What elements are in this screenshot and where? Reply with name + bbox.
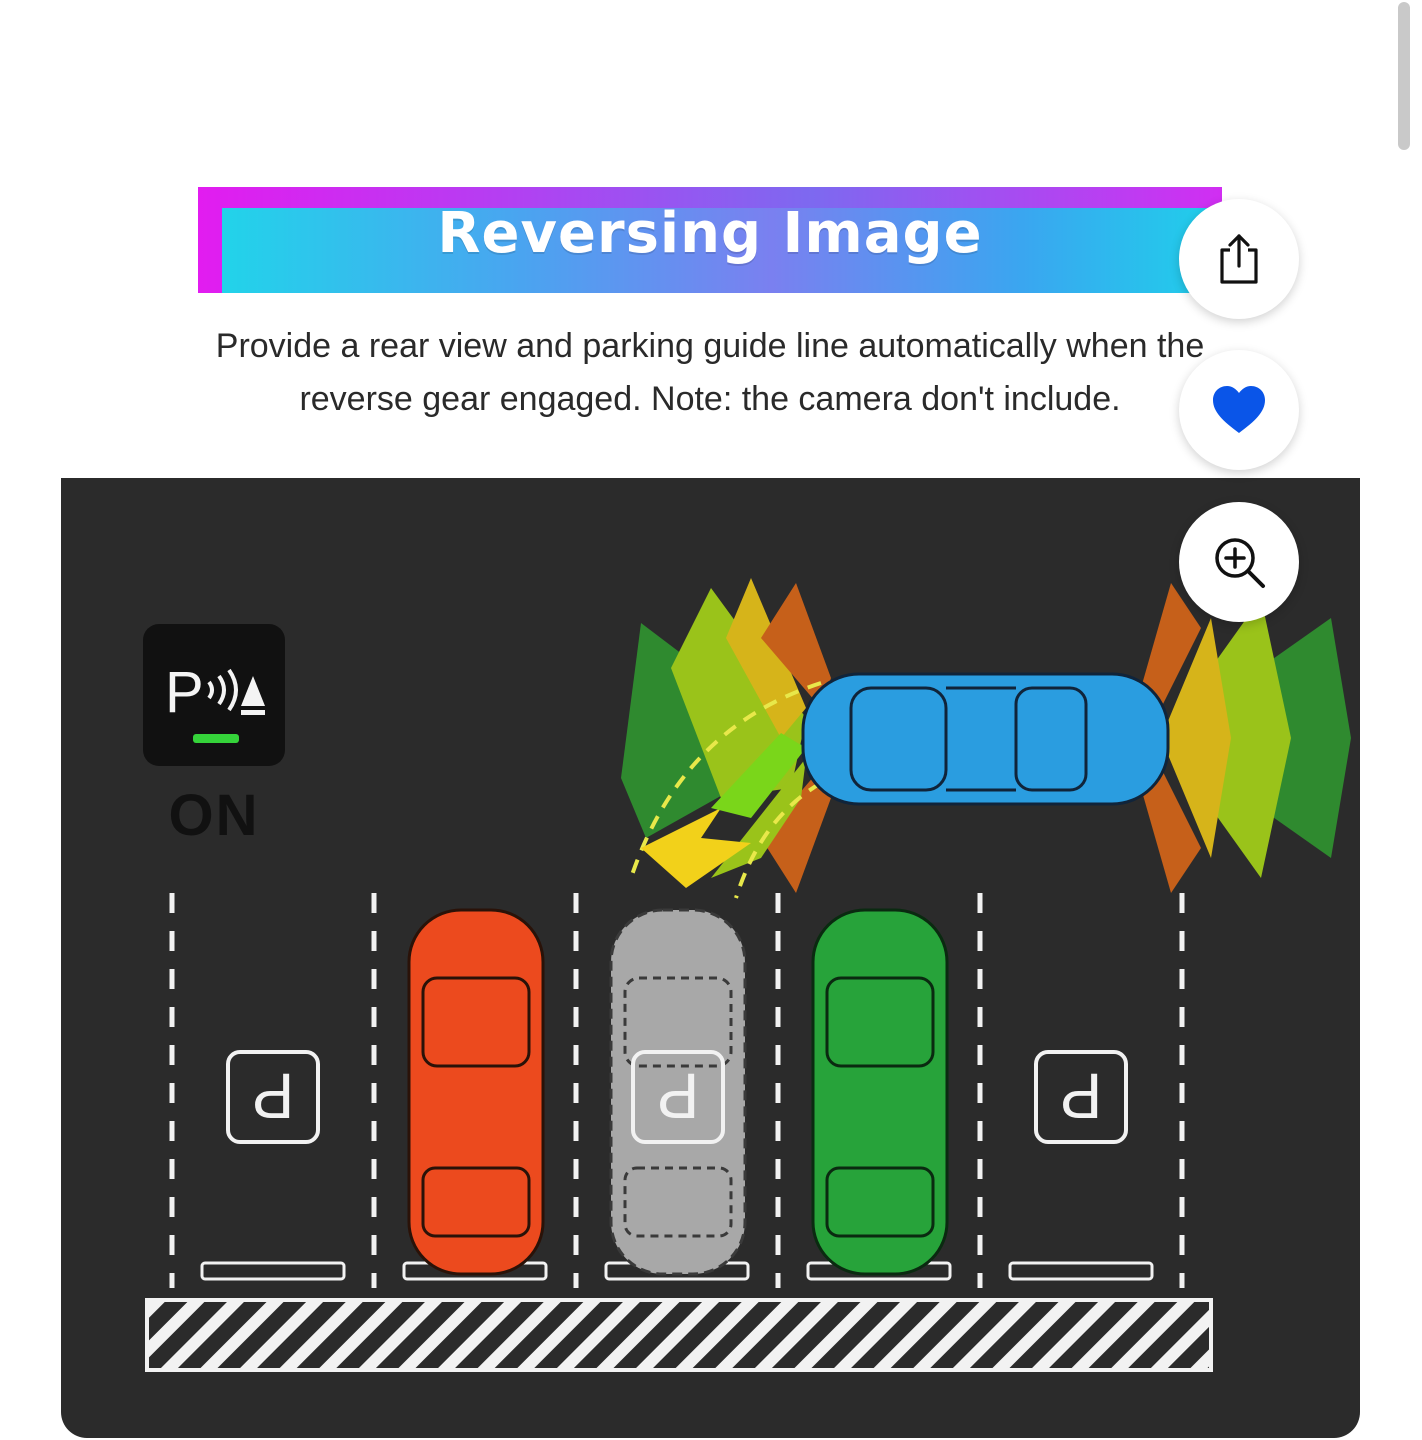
left-parked-car xyxy=(407,908,545,1276)
rear-zone-inner xyxy=(1161,618,1231,858)
guide-line-arc xyxy=(629,681,822,879)
rear-zone-warning-bottom xyxy=(1141,768,1201,893)
banner-title: Reversing Image xyxy=(437,201,983,266)
parking-sign-right: P xyxy=(1034,1050,1128,1144)
svg-text:P: P xyxy=(165,660,204,725)
banner-inner xyxy=(222,208,1222,293)
zoom-button[interactable] xyxy=(1179,502,1299,622)
right-parked-car xyxy=(811,908,949,1276)
front-sensor-zones xyxy=(621,578,831,893)
illustration-panel: P P P xyxy=(61,478,1360,1438)
sensor-zone-warning-top xyxy=(761,583,831,708)
sensor-zone-inner xyxy=(726,578,806,738)
parking-sensor-status: ON xyxy=(168,783,260,848)
scrollbar-thumb[interactable] xyxy=(1398,2,1410,150)
share-icon xyxy=(1220,234,1258,284)
parking-sensor-badge: P xyxy=(143,624,285,766)
rear-zone-warning-top xyxy=(1141,583,1201,708)
description-line-1: Provide a rear view and parking guide li… xyxy=(215,327,1205,365)
reverse-arrow xyxy=(641,808,751,888)
heart-icon xyxy=(1213,386,1265,433)
svg-text:P: P xyxy=(657,1060,700,1132)
zoom-in-icon xyxy=(1215,538,1265,588)
sensor-zone-warning-bottom xyxy=(761,768,831,893)
svg-text:P: P xyxy=(1060,1060,1103,1132)
hatched-curb xyxy=(145,1298,1213,1372)
parking-sign-left: P xyxy=(226,1050,320,1144)
guide-line-arc-inner xyxy=(734,781,823,899)
parking-lines xyxy=(169,893,1185,1288)
reverse-arrow-segments xyxy=(711,733,806,818)
parking-sensor-icon: P xyxy=(165,660,265,743)
parking-illustration: P P P xyxy=(145,578,1351,1372)
rear-sensor-zones xyxy=(1141,583,1351,893)
ghost-target-car xyxy=(609,908,747,1276)
share-button[interactable] xyxy=(1179,199,1299,319)
parking-sign-center: P xyxy=(631,1050,725,1144)
description-line-2: reverse gear engaged. Note: the camera d… xyxy=(299,380,1121,418)
favorite-button[interactable] xyxy=(1179,350,1299,470)
product-description: Provide a rear view and parking guide li… xyxy=(120,320,1300,426)
reversing-car xyxy=(801,672,1170,806)
svg-text:P: P xyxy=(252,1060,295,1132)
